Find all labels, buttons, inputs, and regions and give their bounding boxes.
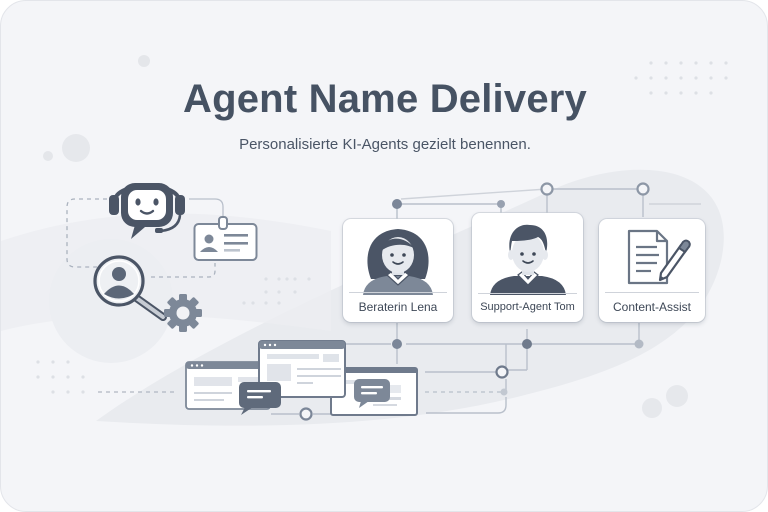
chat-bubble-icon bbox=[354, 379, 390, 408]
chat-bubble-icon bbox=[239, 382, 281, 415]
document-pencil-icon bbox=[627, 229, 691, 285]
card-divider bbox=[605, 292, 699, 293]
gear-icon bbox=[164, 294, 202, 332]
page-title: Agent Name Delivery bbox=[183, 77, 587, 121]
agent-card-content-assist[interactable]: Content-Assist bbox=[599, 219, 705, 322]
robot-headset-icon bbox=[109, 183, 185, 239]
card-divider bbox=[478, 293, 577, 294]
id-badge-icon bbox=[193, 216, 258, 261]
male-agent-avatar-icon bbox=[490, 224, 566, 295]
agent-name-label: Beraterin Lena bbox=[358, 300, 438, 314]
card-divider bbox=[349, 292, 447, 293]
browser-windows-group bbox=[185, 340, 418, 416]
agent-card-support-agent-tom[interactable]: Support-Agent Tom bbox=[472, 213, 583, 322]
female-agent-avatar-icon bbox=[363, 229, 433, 295]
browser-window-icon bbox=[258, 340, 346, 398]
page-subtitle: Personalisierte KI-Agents gezielt benenn… bbox=[239, 136, 531, 153]
agent-name-label: Support-Agent Tom bbox=[480, 301, 575, 313]
user-search-icon bbox=[93, 255, 167, 321]
agent-card-beraterin-lena[interactable]: Beraterin Lena bbox=[343, 219, 453, 322]
agent-name-label: Content-Assist bbox=[612, 300, 692, 314]
